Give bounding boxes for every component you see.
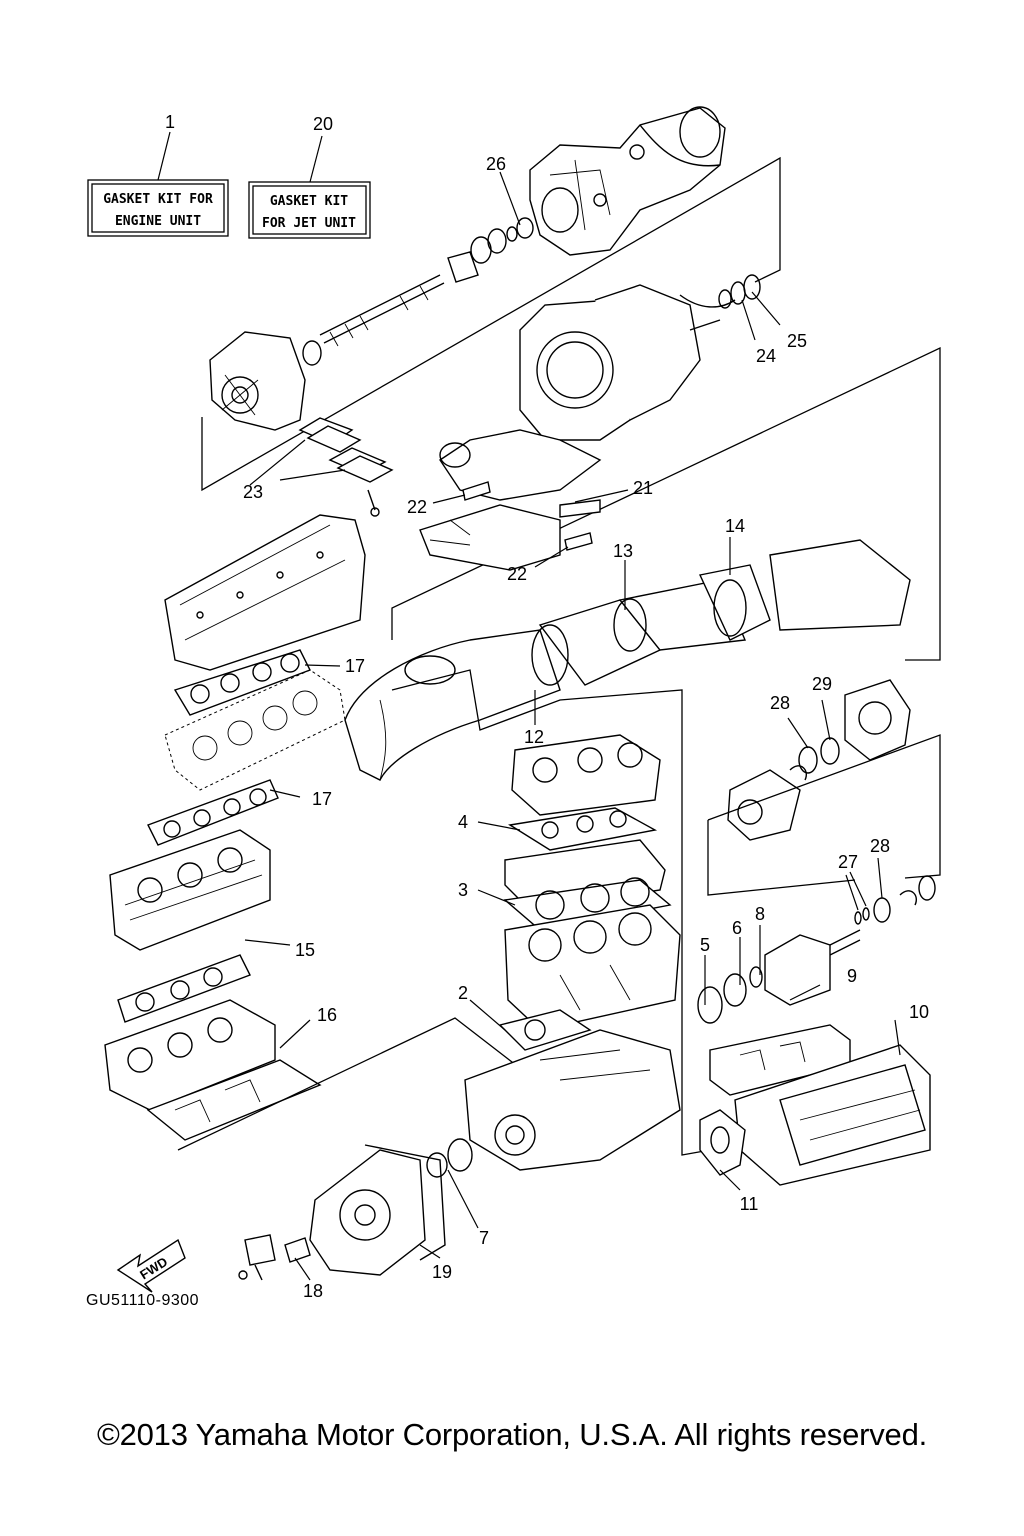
exhaust-manifold <box>709 1024 931 1186</box>
cylinder-block <box>504 904 681 1031</box>
leader-lines <box>244 171 901 1281</box>
crankcase <box>464 1029 681 1171</box>
part-number-23: 23 <box>243 482 263 502</box>
part-number-19: 19 <box>432 1262 452 1282</box>
part-number-26: 26 <box>486 154 506 174</box>
part-number-labels: 1 20 26 24 25 23 21 22 22 14 13 17 12 29… <box>165 112 929 1301</box>
valve-cover <box>164 514 366 671</box>
part-number-25: 25 <box>787 331 807 351</box>
part-number-4: 4 <box>458 812 468 832</box>
part-number-15: 15 <box>295 940 315 960</box>
jet-unit-frame <box>201 156 941 661</box>
part-number-1: 1 <box>165 112 175 132</box>
part-number-2: 2 <box>458 983 468 1003</box>
part-number-17-lower: 17 <box>312 789 332 809</box>
part-number-28-upper: 28 <box>770 693 790 713</box>
part-number-18: 18 <box>303 1281 323 1301</box>
oil-seal-7 <box>426 1138 473 1178</box>
part-number-7: 7 <box>479 1228 489 1248</box>
part-number-17-upper: 17 <box>345 656 365 676</box>
carburetor-assembly <box>109 829 271 951</box>
part-number-29: 29 <box>812 674 832 694</box>
intake-gasket-15 <box>117 954 251 1023</box>
exhaust-gasket-11 <box>699 1109 746 1176</box>
part-number-21: 21 <box>633 478 653 498</box>
part-number-16: 16 <box>317 1005 337 1025</box>
part-number-14: 14 <box>725 516 745 536</box>
jet-gasket-kit-label: GASKET KIT FOR JET UNIT <box>248 181 371 239</box>
jet-pump-housing <box>529 106 726 256</box>
part-number-9: 9 <box>847 966 857 986</box>
part-number-10: 10 <box>909 1002 929 1022</box>
intake-manifold <box>104 999 276 1111</box>
pump-cover-assembly <box>727 679 911 841</box>
part-number-13: 13 <box>613 541 633 561</box>
flywheel-cover <box>309 1144 446 1276</box>
base-gasket-3 <box>503 877 672 931</box>
part-number-22-lower: 22 <box>507 564 527 584</box>
head-gasket-17-lower <box>147 779 279 846</box>
rubber-pads <box>462 481 601 551</box>
part-number-3: 3 <box>458 880 468 900</box>
pump-mount-plate <box>419 274 761 571</box>
part-number-12: 12 <box>524 727 544 747</box>
part-number-6: 6 <box>732 918 742 938</box>
engine-gasket-kit-label: GASKET KIT FOR ENGINE UNIT <box>87 179 229 237</box>
coupling-shaft-assembly <box>697 929 861 1024</box>
forward-direction-arrow: FWD <box>116 1238 186 1293</box>
part-number-8: 8 <box>755 904 765 924</box>
part-number-20: 20 <box>313 114 333 134</box>
seal-set-27-28 <box>854 875 936 925</box>
gasket-pair-23 <box>298 417 394 517</box>
part-number-5: 5 <box>700 935 710 955</box>
kit-jet-line1: GASKET KIT <box>270 194 348 209</box>
cylinder-head-gasket <box>164 669 346 791</box>
bearing-seal-set <box>447 217 534 283</box>
cylinder-head <box>511 734 661 816</box>
copyright-notice: ©2013 Yamaha Motor Corporation, U.S.A. A… <box>96 1417 928 1452</box>
part-number-27: 27 <box>838 852 858 872</box>
impeller-housing <box>209 331 322 431</box>
kit-jet-line2: FOR JET UNIT <box>262 216 356 231</box>
diagram-reference-code: GU51110-9300 <box>86 1292 200 1309</box>
kit-engine-line2: ENGINE UNIT <box>115 214 201 229</box>
drive-shaft <box>319 274 445 347</box>
crankcase-gasket-2 <box>498 1009 592 1051</box>
part-number-11: 11 <box>740 1194 759 1214</box>
part-number-22-upper: 22 <box>407 497 427 517</box>
exhaust-pipe-assembly <box>344 539 911 781</box>
part-number-28-lower: 28 <box>870 836 890 856</box>
pickup-coil-18 <box>238 1234 311 1281</box>
head-gasket-4 <box>508 807 658 851</box>
part-number-24: 24 <box>756 346 776 366</box>
kit-engine-line1: GASKET KIT FOR <box>103 192 213 207</box>
